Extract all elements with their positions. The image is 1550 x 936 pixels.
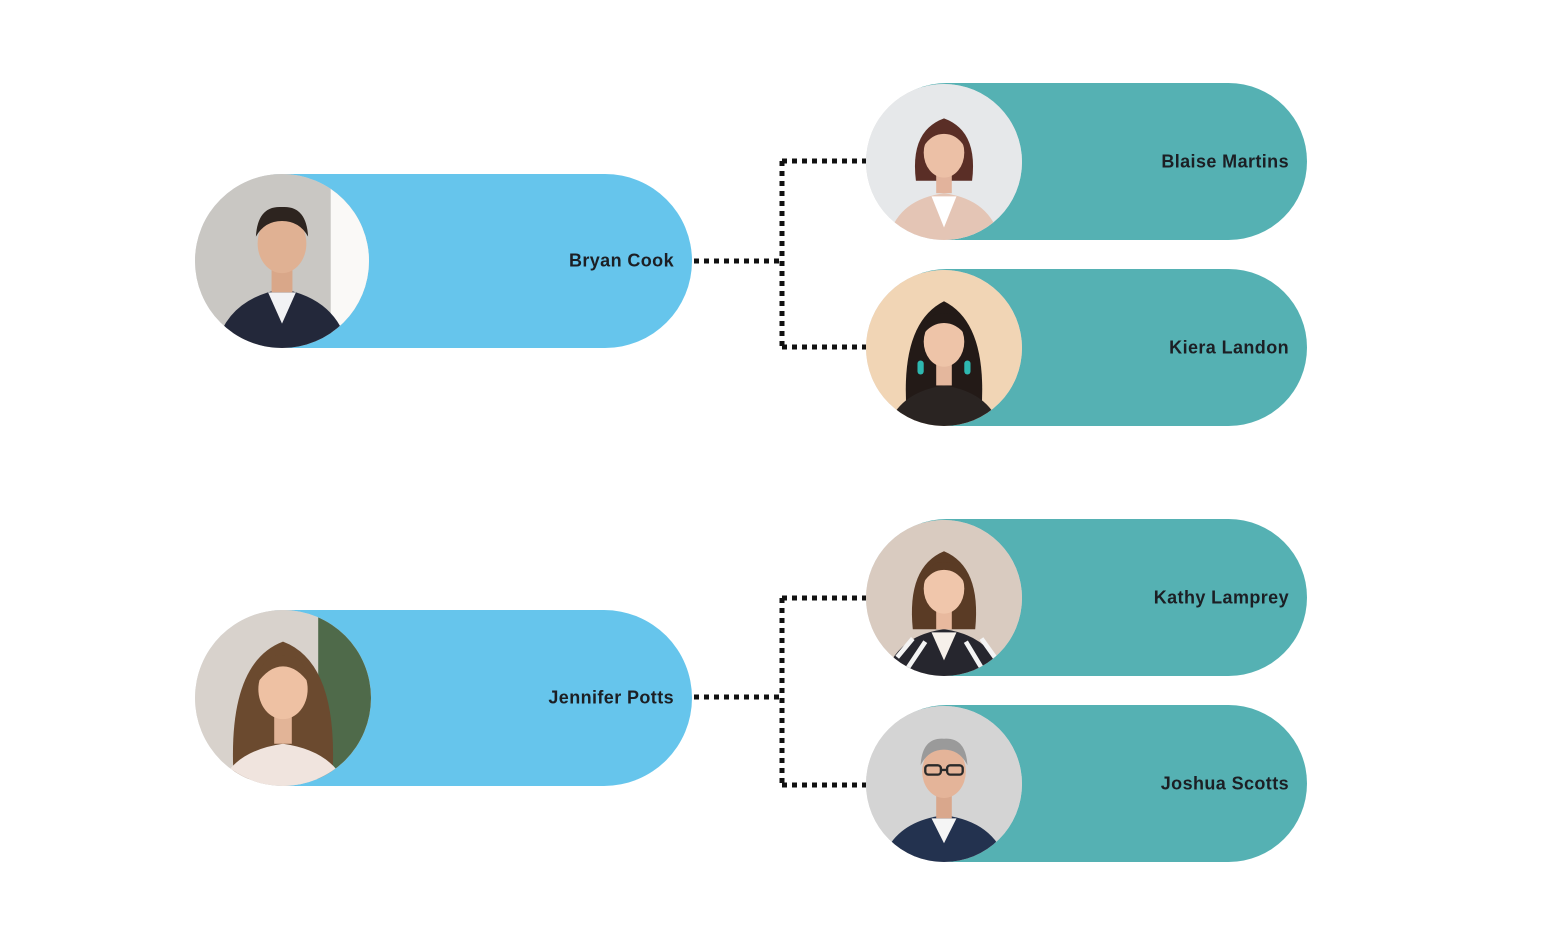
report-name: Kathy Lamprey	[1153, 587, 1289, 607]
report-name: Blaise Martins	[1161, 151, 1289, 171]
avatar-jennifer-potts	[195, 610, 371, 786]
report-name: Kiera Landon	[1169, 337, 1289, 357]
avatar-kathy-lamprey	[866, 520, 1022, 676]
avatar-joshua-scotts	[866, 706, 1022, 862]
avatar-kiera-landon	[866, 270, 1022, 426]
connector-jennifer-potts	[694, 595, 866, 788]
manager-name: Jennifer Potts	[548, 687, 674, 708]
manager-name: Bryan Cook	[568, 250, 674, 271]
report-name: Joshua Scotts	[1160, 773, 1289, 793]
connector-bryan-cook	[694, 158, 866, 350]
avatar-blaise-martins	[866, 84, 1022, 240]
avatar-bryan-cook	[195, 174, 369, 348]
